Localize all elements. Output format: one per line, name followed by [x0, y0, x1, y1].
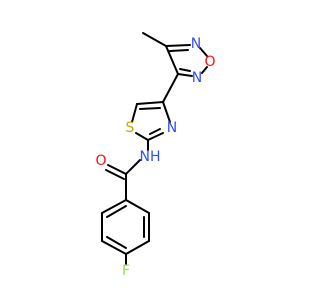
bond-nh-carbonyl: [125, 159, 141, 175]
bond-oxadiazole-n-c3-double: [179, 68, 191, 72]
bond-oxadiazole-c3-c4: [165, 45, 179, 75]
atom-label-thiazole-n: N: [167, 120, 177, 136]
bond-benzene-4-5-inner: [106, 236, 127, 249]
atom-label-fluorine: F: [122, 263, 130, 279]
bond-thiazole-c5-s: [131, 103, 138, 123]
bond-thiazole-c2-n: [147, 132, 164, 141]
bond-oxadiazole-n-o: [199, 47, 208, 57]
bond-methyl: [142, 32, 167, 47]
atom-label-thiazole-s: S: [126, 120, 135, 136]
bond-oxadiazole-c4-n-double: [169, 49, 189, 52]
atom-label-carbonyl-o: O: [95, 153, 106, 169]
bond-oxadiazole-n-c3: [177, 73, 193, 77]
atom-label-amide-nh: NH: [140, 149, 161, 165]
bond-ring-link: [162, 73, 179, 103]
bond-thiazole-c2-n-double: [149, 128, 161, 135]
bond-thiazole-c4-c5-double: [139, 107, 161, 110]
bond-thiazole-n-c4: [162, 101, 171, 123]
bond-benzene-3-4: [125, 240, 150, 255]
bond-benzene-6-1-inner: [106, 205, 127, 218]
bond-benzene-1-2: [125, 199, 150, 214]
bond-carbonyl-o: [107, 164, 127, 175]
bond-carbonyl-o-double: [105, 169, 125, 180]
structure-diagram: N O N S N NH O F: [95, 32, 216, 279]
bond-benzene-6-1: [101, 199, 127, 214]
atom-label-oxadiazole-n-top: N: [191, 36, 201, 52]
bond-thiazole-c4-c5: [136, 101, 164, 105]
bond-benzene-4-5: [101, 240, 127, 255]
bond-oxadiazole-o-n: [201, 66, 208, 74]
atom-labels: N O N S N NH O F: [95, 36, 215, 279]
bonds: [101, 32, 208, 265]
molecule-drawing: N O N S N NH O F: [95, 32, 216, 279]
atom-label-oxadiazole-n-bottom: N: [192, 70, 202, 86]
bond-thiazole-s-c2: [135, 132, 149, 141]
atom-label-oxadiazole-o: O: [204, 54, 215, 70]
bond-oxadiazole-c4-n: [165, 44, 191, 47]
